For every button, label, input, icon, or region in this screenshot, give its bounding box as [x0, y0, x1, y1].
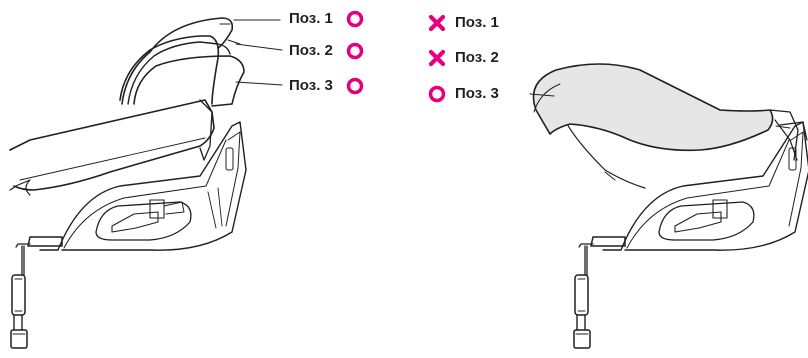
left-position-1-label: Поз. 1	[289, 10, 333, 28]
circle-ok-icon	[346, 10, 364, 28]
right-position-3-label: Поз. 3	[455, 85, 499, 103]
right-reclined-headrest	[534, 64, 799, 160]
circle-ok-icon	[428, 85, 446, 103]
cross-icon	[428, 14, 446, 32]
right-position-1-label: Поз. 1	[455, 14, 499, 32]
left-position-2-label: Поз. 2	[289, 42, 333, 60]
left-leader-lines	[234, 20, 282, 85]
right-car-seat	[565, 120, 808, 348]
left-position-3-label: Поз. 3	[289, 77, 333, 95]
cross-icon	[428, 49, 446, 67]
circle-ok-icon	[346, 42, 364, 60]
circle-ok-icon	[346, 77, 364, 95]
left-car-seat	[10, 18, 246, 348]
right-position-2-label: Поз. 2	[455, 49, 499, 67]
headrest-fill	[534, 64, 773, 150]
